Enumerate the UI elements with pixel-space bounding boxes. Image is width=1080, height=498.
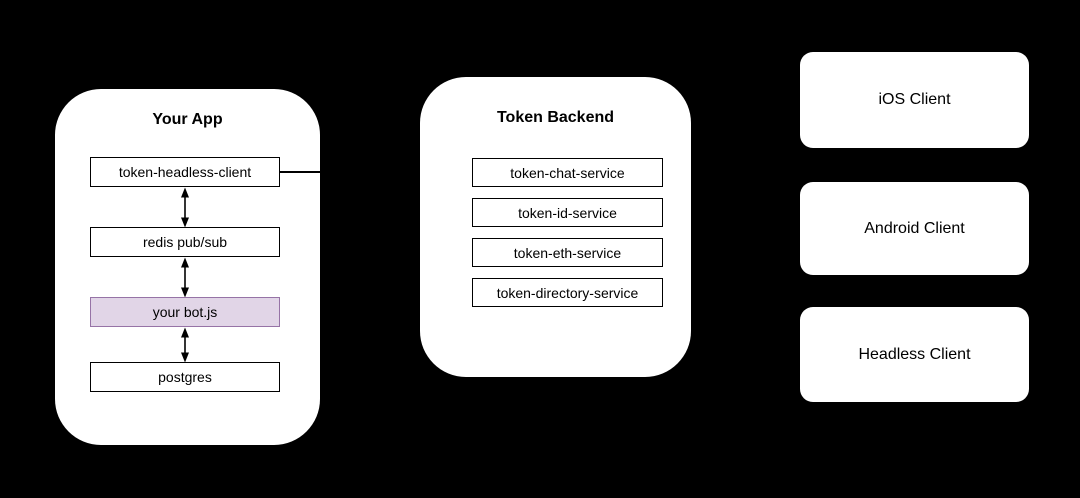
client-label: iOS Client	[878, 91, 951, 108]
bidirectional-arrow	[181, 257, 189, 298]
node-token-id-service: token-id-service	[472, 198, 663, 227]
node-label: redis pub/sub	[142, 234, 228, 250]
your-app-container: Your App token-headless-client redis pub…	[55, 89, 320, 445]
node-label: postgres	[158, 369, 212, 385]
node-label: token-chat-service	[510, 164, 625, 181]
node-label: token-id-service	[518, 204, 617, 221]
node-token-headless-client: token-headless-client	[90, 157, 280, 187]
token-backend-container: Token Backend token-chat-service token-i…	[420, 77, 691, 377]
node-label: token-headless-client	[118, 164, 252, 180]
token-backend-title: Token Backend	[496, 109, 615, 126]
node-label: token-eth-service	[513, 244, 622, 261]
headless-client-connector-line	[280, 171, 321, 173]
client-label: Android Client	[864, 219, 965, 237]
your-app-title: Your App	[152, 111, 223, 128]
client-card-ios: iOS Client	[800, 52, 1029, 148]
node-token-directory-service: token-directory-service	[472, 278, 663, 307]
node-token-eth-service: token-eth-service	[472, 238, 663, 267]
client-card-android: Android Client	[800, 182, 1029, 275]
node-postgres: postgres	[90, 362, 280, 392]
node-your-botjs: your bot.js	[90, 297, 280, 327]
node-token-chat-service: token-chat-service	[472, 158, 663, 187]
node-redis-pubsub: redis pub/sub	[90, 227, 280, 257]
bidirectional-arrow	[181, 327, 189, 363]
bidirectional-arrow	[181, 187, 189, 228]
client-card-headless: Headless Client	[800, 307, 1029, 402]
node-label: token-directory-service	[496, 284, 639, 301]
client-label: Headless Client	[858, 345, 971, 363]
node-label: your bot.js	[152, 304, 218, 320]
